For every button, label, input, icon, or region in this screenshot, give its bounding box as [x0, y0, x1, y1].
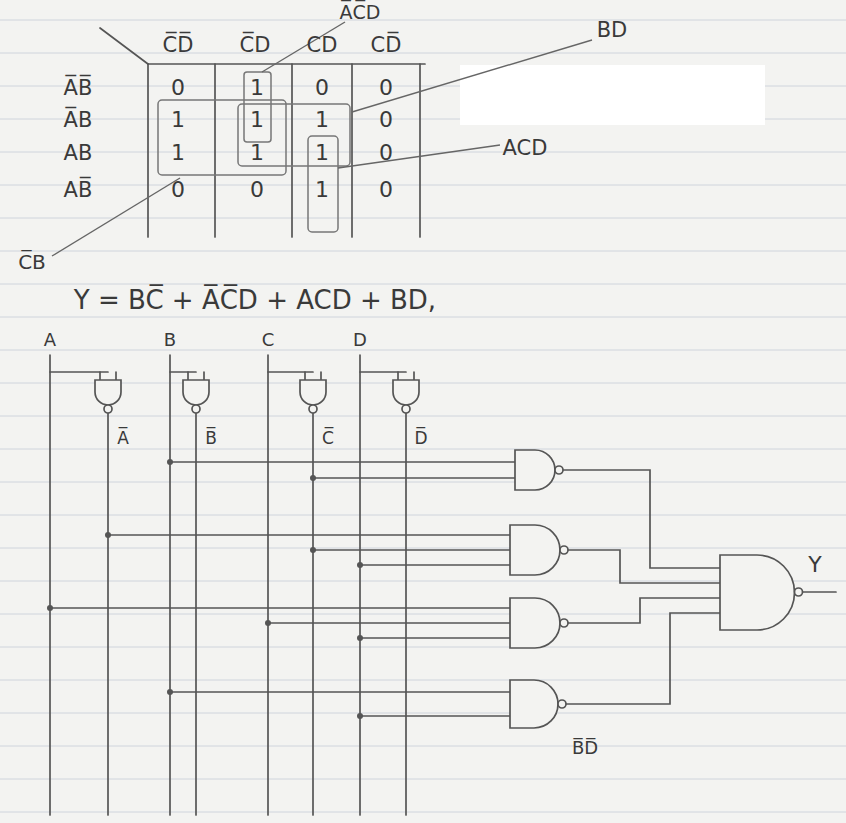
input-name: B: [164, 331, 176, 349]
input-name: C: [262, 331, 275, 349]
kmap-cell: 0: [379, 179, 393, 201]
output-name: Y: [808, 554, 821, 576]
row-header: AB: [64, 143, 93, 164]
row-header: A̅B̅: [64, 78, 93, 99]
signal-name: C̅: [322, 430, 334, 447]
kmap-cell: 0: [379, 109, 393, 131]
kmap-cell: 1: [315, 179, 329, 201]
kmap-cell: 1: [171, 109, 185, 131]
kmap-cell: 0: [379, 77, 393, 99]
row-header: A̅B: [64, 110, 93, 131]
nand-gates: [95, 380, 803, 728]
kmap-cell: 0: [379, 142, 393, 164]
kmap-cell: 0: [315, 77, 329, 99]
term-callout: BD: [597, 20, 628, 41]
kmap-cell: 0: [171, 77, 185, 99]
signal-name: D̅: [414, 430, 427, 447]
kmap-cell: 1: [250, 109, 264, 131]
term-callout: A̅C̅D: [340, 3, 381, 22]
kmap-grid: [100, 28, 425, 237]
signal-name: B̅: [205, 430, 217, 447]
kmap-cell: 0: [171, 179, 185, 201]
kmap-cell: 1: [250, 142, 264, 164]
input-name: D: [353, 331, 367, 349]
term-callout: ACD: [503, 138, 548, 159]
kmap-cell: 1: [315, 109, 329, 131]
signal-name: A̅: [117, 430, 129, 447]
column-header: C̅D: [240, 35, 271, 56]
redaction-box: [460, 65, 765, 125]
kmap-groups: [158, 72, 350, 232]
column-header: CD̅: [371, 35, 402, 56]
leader-lines: [52, 22, 592, 256]
column-header: CD: [307, 35, 338, 56]
column-header: C̅D̅: [163, 35, 194, 56]
kmap-cell: 1: [250, 77, 264, 99]
boolean-equation: Y = BC̅ + A̅C̅D + ACD + BD,: [74, 287, 436, 313]
kmap-cell: 1: [315, 142, 329, 164]
kmap-cell: 1: [171, 142, 185, 164]
term-callout: C̅B: [18, 252, 46, 272]
signal-name: B̅D̅: [572, 739, 598, 757]
row-header: AB̅: [64, 180, 93, 201]
junction-dots: [47, 459, 363, 719]
kmap-cell: 0: [250, 179, 264, 201]
paper-lines: [0, 20, 846, 812]
input-name: A: [44, 331, 56, 349]
wires: [50, 355, 836, 815]
